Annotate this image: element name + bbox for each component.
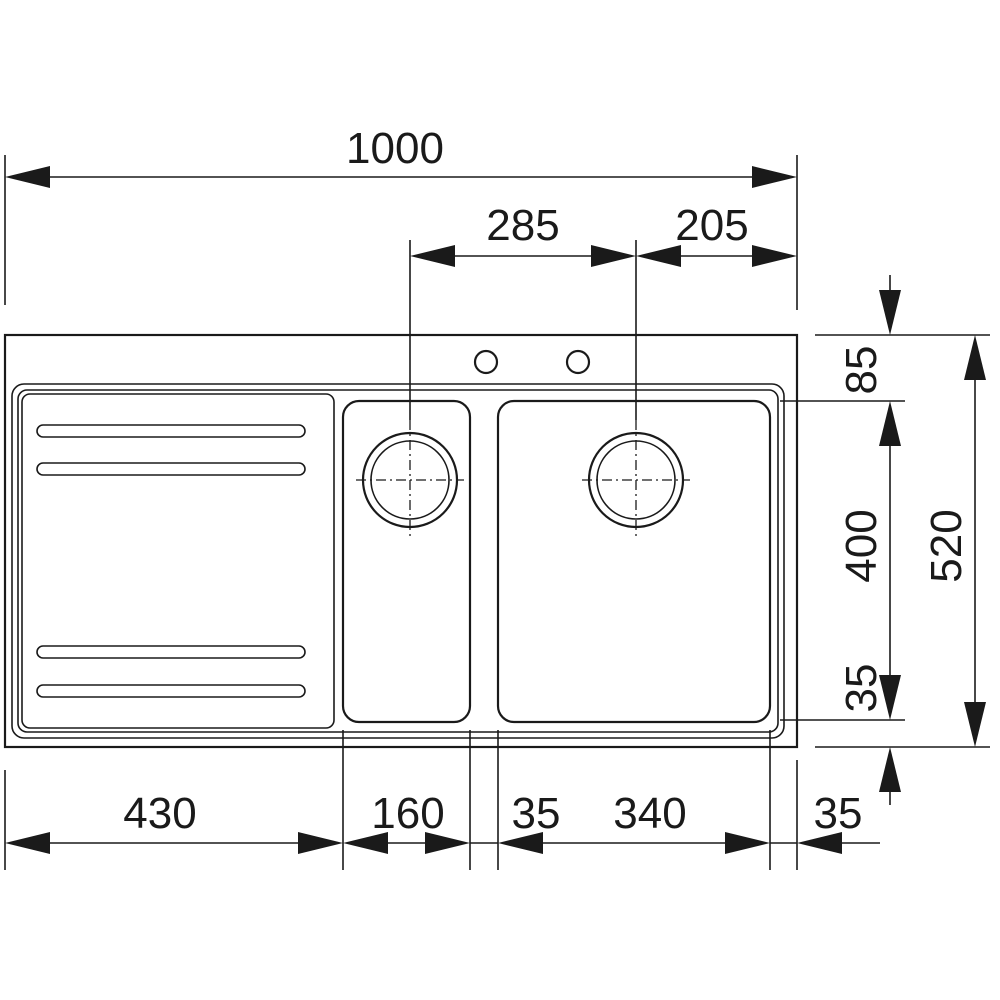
arrow-up: [964, 335, 986, 380]
arrow-down: [964, 702, 986, 747]
arrow-up: [879, 747, 901, 792]
dim-top-chain: 285 205: [410, 201, 797, 267]
sink-outline: [3, 333, 799, 749]
dim-label-bowl-depth: 400: [837, 509, 886, 582]
arrow-left: [410, 245, 455, 267]
arrow-right: [752, 166, 797, 188]
arrow-down: [879, 290, 901, 335]
drainer-groove-3: [36, 645, 306, 659]
arrow-left: [5, 166, 50, 188]
arrow-left: [5, 832, 50, 854]
sink-rim-inner: [17, 389, 779, 733]
dim-label-overall-width: 1000: [346, 124, 444, 173]
large-bowl-outline: [496, 399, 772, 724]
arrow-down: [879, 675, 901, 720]
dim-label-bowl-center-to-edge: 205: [675, 201, 748, 250]
dim-label-front-margin: 35: [837, 664, 886, 713]
drainer-groove-4: [36, 684, 306, 698]
arrow-right: [591, 245, 636, 267]
dim-overall-width: 1000: [5, 124, 797, 188]
dim-label-large-bowl-width: 340: [613, 789, 686, 838]
dim-label-back-to-bowl: 85: [837, 346, 886, 395]
arrow-right: [298, 832, 343, 854]
dim-label-small-bowl-width: 160: [371, 789, 444, 838]
sink-outer-edge: [3, 333, 799, 749]
arrow-left: [636, 245, 681, 267]
center-lines: [356, 420, 690, 540]
tap-hole-right: [565, 349, 591, 375]
arrow-left: [343, 832, 388, 854]
dim-label-divider-width: 35: [512, 789, 561, 838]
dim-overall-depth: 520: [922, 335, 986, 747]
dim-right-chain: 85 400 35: [837, 275, 901, 805]
small-bowl-outline: [341, 399, 472, 724]
dim-label-tap-to-bowl-center: 285: [486, 201, 559, 250]
drainer-surface: [21, 393, 335, 729]
drainer-groove-1: [36, 424, 306, 438]
extension-lines: [4, 155, 990, 870]
dim-label-overall-depth: 520: [922, 509, 971, 582]
sink-rim-outer: [11, 383, 785, 739]
arrow-right: [725, 832, 770, 854]
dim-label-right-margin: 35: [814, 789, 863, 838]
dim-bottom-chain: 430 160 35 340 35: [5, 789, 880, 854]
drainer-groove-2: [36, 462, 306, 476]
dim-label-drainer-width: 430: [123, 789, 196, 838]
arrow-right: [425, 832, 470, 854]
tap-holes: [473, 349, 591, 375]
arrow-left: [797, 832, 842, 854]
arrow-right: [752, 245, 797, 267]
large-bowl: [496, 399, 772, 724]
tap-hole-left: [473, 349, 499, 375]
drainer-board: [21, 393, 335, 729]
arrow-up: [879, 401, 901, 446]
small-bowl: [341, 399, 472, 724]
arrow-left: [498, 832, 543, 854]
